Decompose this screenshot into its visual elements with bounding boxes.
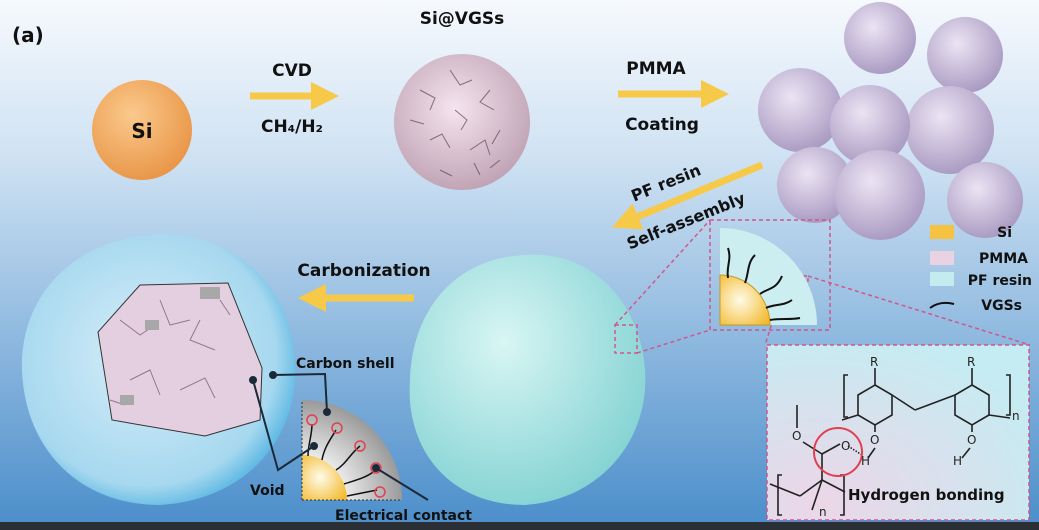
r-group-1: R: [870, 355, 878, 369]
self-assembly-arrow: [612, 161, 764, 230]
repeat-n-pmma: n: [819, 505, 827, 519]
void-label: Void: [250, 483, 285, 499]
oxygen-carbonyl: O: [841, 439, 850, 453]
hydrogen-bonding-label: Hydrogen bonding: [848, 486, 1005, 504]
pf-resin-particle: [409, 254, 646, 505]
legend-label-pmma: PMMA: [979, 251, 1028, 267]
legend-swatch-si: [930, 225, 954, 239]
panel-label: (a): [12, 23, 44, 47]
cvd-label: CVD: [272, 61, 312, 81]
r-group-2: R: [967, 355, 975, 369]
si-label: Si: [131, 119, 152, 143]
hydrogen-bonding-panel: R R O O O O H H n n Hydrogen bonding: [766, 344, 1030, 521]
si-vgs-label: Si@VGSs: [420, 9, 505, 29]
gas-label: CH₄/H₂: [261, 117, 323, 137]
legend-label-pf-resin: PF resin: [968, 273, 1032, 289]
oxygen-phenol-1: O: [870, 433, 879, 447]
hydrogen-1: H: [861, 454, 870, 468]
carbon-shell-detail: [301, 400, 402, 501]
si-sphere: Si: [92, 80, 192, 180]
electrical-contact-label: Electrical contact: [335, 508, 472, 524]
oxygen-phenol-2: O: [967, 433, 976, 447]
coating-label: Coating: [625, 115, 699, 135]
repeat-n-pf: n: [1012, 409, 1020, 423]
legend-swatch-vgs: [929, 301, 955, 309]
hydrogen-bond-highlight: [813, 427, 863, 477]
legend: Si PMMA PF resin VGSs: [929, 225, 1032, 314]
pmma-coated-cluster: [758, 2, 1023, 240]
legend-swatch-pf-resin: [930, 272, 954, 286]
annotation-leaders: [249, 371, 429, 501]
hydrogen-2: H: [953, 454, 962, 468]
legend-label-vgs: VGSs: [981, 298, 1022, 314]
legend-swatch-pmma: [930, 251, 954, 265]
legend-label-si: Si: [997, 225, 1012, 241]
carbon-shell-label: Carbon shell: [296, 356, 395, 372]
carbonization-label: Carbonization: [297, 261, 430, 281]
pmma-label: PMMA: [626, 59, 686, 79]
inset-quarter-diagram: [719, 228, 817, 326]
bottom-strip: [0, 522, 1039, 530]
yolk-shell-particle: [21, 234, 296, 506]
si-vgs-sphere: [394, 54, 530, 190]
oxygen-ester: O: [792, 429, 801, 443]
